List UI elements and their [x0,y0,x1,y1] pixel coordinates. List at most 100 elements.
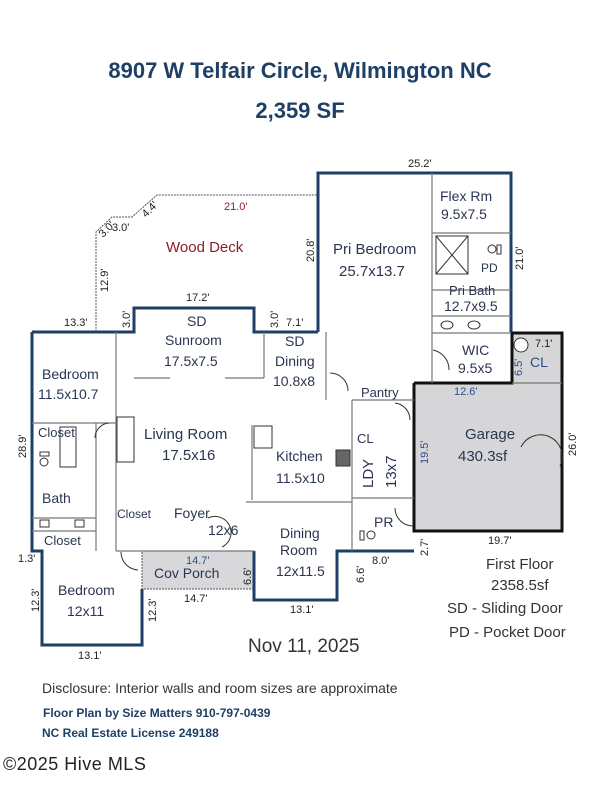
dim-deck-diag2: 3.0' [112,222,129,234]
room-laundry-name: LDY [360,459,377,488]
room-bedroom2-name: Bedroom [58,582,115,598]
credit: Floor Plan by Size Matters 910-797-0439 [43,706,271,720]
room-wood-deck: Wood Deck [166,239,244,256]
room-bath: Bath [42,490,71,506]
room-bedroom2-size: 12x11 [67,603,104,619]
shower-icon [435,235,469,275]
room-wic-name: WIC [462,342,489,358]
sunroom-sliding-door: SD [187,313,206,329]
dim-dining-room-bottom: 13.1' [290,604,314,616]
floor-name: First Floor [486,556,554,573]
room-flex-size: 9.5x7.5 [441,206,487,222]
dim-pr-right: 2.7' [419,539,431,556]
water-heater-icon [513,337,529,353]
range-icon [335,449,351,467]
room-powder: PR [374,514,393,530]
dim-closet-top: 7.1' [535,338,552,350]
pocket-door-label: PD [481,261,498,275]
legend-sliding-door: SD - Sliding Door [447,600,563,617]
dim-bedroom2-left: 12.3' [30,588,42,612]
dim-left-top: 13.3' [64,317,88,329]
wood-deck-outline [95,194,318,332]
dim-garage-top: 12.6' [454,386,478,398]
room-dining-room-name2: Room [280,542,317,558]
room-kitchen-size: 11.5x10 [276,470,325,486]
license: NC Real Estate License 249188 [42,726,219,740]
dim-garage-right: 26.0' [567,432,579,456]
room-flex-name: Flex Rm [440,188,492,204]
room-sunroom-size: 17.5x7.5 [164,353,218,369]
room-dining-size: 10.8x8 [273,373,315,389]
room-sunroom-name: Sunroom [165,332,222,348]
dim-garage-bottom: 19.7' [488,535,512,547]
dim-porch-bottom: 14.7' [184,593,208,605]
covered-porch-area [141,550,255,590]
room-closet1: Closet [38,425,75,440]
dim-deck-left: 12.9' [99,268,111,292]
sink-icon [440,320,481,330]
room-closet2: Closet [44,533,81,548]
room-laundry-size: 13x7 [383,455,400,488]
dim-sunroom-top: 17.2' [186,292,210,304]
dim-garage-left: 19.5' [419,440,431,464]
watermark: ©2025 Hive MLS [3,754,147,774]
room-garage-size: 430.3sf [458,448,508,465]
sink-icon [39,519,85,528]
dim-dining-room-right: 6.6' [355,566,367,583]
dim-porch-right: 6.6' [242,568,254,585]
room-laundry-closet: CL [357,431,374,446]
legend-pocket-door: PD - Pocket Door [449,624,566,641]
dim-left-step: 1.3' [18,553,35,565]
room-cov-porch: Cov Porch [154,565,219,581]
room-pri-bath-size: 12.7x9.5 [444,298,498,314]
room-living-size: 17.5x16 [162,447,215,464]
dim-closet-left: 6.5' [513,359,525,376]
door-swings [94,349,563,571]
room-dining-room-size: 12x11.5 [276,563,325,579]
toilet-icon [39,451,50,467]
room-dining-name: Dining [275,353,315,369]
total-square-feet: 2,359 SF [255,98,345,123]
dim-pri-right: 21.0' [514,246,526,270]
dim-sunroom-right: 3.0' [269,311,281,328]
dim-deck-top: 21.0' [224,201,248,213]
room-pantry: Pantry [361,385,399,400]
dining-sliding-door: SD [285,333,304,349]
bathtub-icon [59,426,77,468]
room-garage-name: Garage [465,426,515,443]
refrigerator-icon [253,425,273,449]
room-garage-closet: CL [530,354,548,370]
dim-left-side: 28.9' [17,434,29,458]
dim-deck-right: 20.8' [305,238,317,262]
room-wic-size: 9.5x5 [458,360,492,376]
dim-dining-top: 7.1' [286,317,303,329]
interior-walls [32,173,562,552]
exterior-walls [30,171,513,647]
room-bedroom1-size: 11.5x10.7 [38,386,99,402]
dim-porch-top: 14.7' [186,555,210,567]
room-bedroom1-name: Bedroom [42,366,99,382]
room-pri-bedroom-size: 25.7x13.7 [339,263,405,280]
room-living-name: Living Room [144,426,227,443]
plan-date: Nov 11, 2025 [248,636,360,657]
dim-sunroom-left: 3.0' [121,311,133,328]
dim-bedroom2-right: 12.3' [147,598,159,622]
room-pri-bath-name: Pri Bath [449,283,495,298]
toilet-icon [487,244,502,255]
floor-square-feet: 2358.5sf [491,577,549,594]
dim-pri-top: 25.2' [408,158,432,170]
garage-area [414,383,562,531]
fireplace-icon [116,416,135,463]
room-closet3: Closet [117,507,152,521]
dim-deck-diag1: 4.4' [140,199,161,220]
room-kitchen-name: Kitchen [276,448,323,464]
dim-bedroom2-bottom: 13.1' [78,650,102,662]
disclosure: Disclosure: Interior walls and room size… [42,680,398,696]
room-pri-bedroom-name: Pri Bedroom [333,241,416,258]
address-title: 8907 W Telfair Circle, Wilmington NC [108,58,492,83]
room-foyer-size: 12x6 [208,522,239,538]
dim-pr-bottom: 8.0' [372,555,389,567]
toilet-icon [359,530,376,541]
room-dining-room-name: Dining [280,525,320,541]
